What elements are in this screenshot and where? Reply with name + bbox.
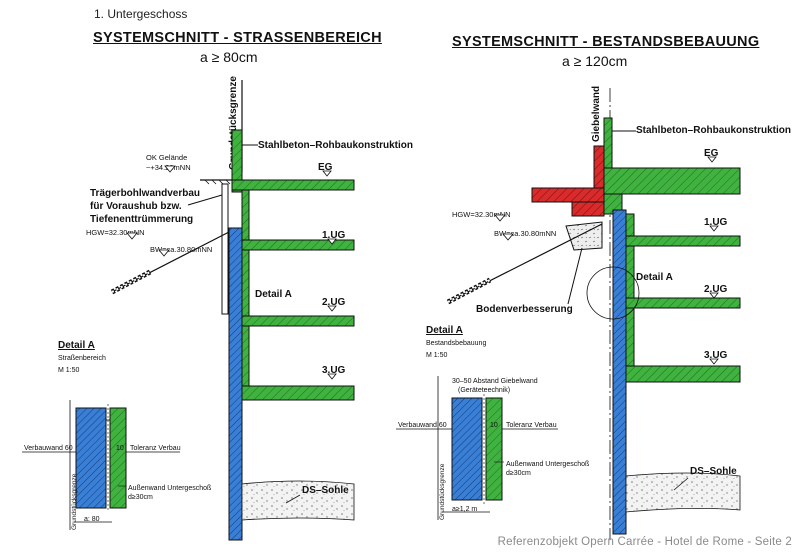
- left-hgw: HGW=32.30mNN: [86, 228, 145, 237]
- right-ug3: 3.UG: [704, 350, 728, 361]
- left-traeger-3: Tiefenenttrümmerung: [90, 214, 193, 225]
- right-detail-scale: M 1:50: [426, 352, 448, 359]
- left-detail-dim: a: 80: [84, 516, 100, 523]
- right-section: Giebelwand: [396, 86, 791, 540]
- left-subtitle: a ≥ 80cm: [200, 49, 258, 65]
- right-ds-sohle: [625, 472, 741, 513]
- left-traeger-1: Trägerbohlwandverbau: [90, 188, 200, 199]
- left-aussenwand-1: Außenwand Untergeschoß: [128, 485, 211, 492]
- left-detail-title: Detail A: [58, 340, 95, 351]
- right-detail-blue-wall: [451, 397, 483, 501]
- left-detail-sub: Straßenbereich: [58, 355, 106, 362]
- right-verbauwand: Verbauwand 60: [398, 422, 447, 429]
- right-bodenverbesserung: Bodenverbesserung: [476, 304, 573, 315]
- left-toleranz-val: 10: [116, 445, 124, 452]
- right-ug1: 1.UG: [704, 217, 728, 228]
- right-concrete-structure: [603, 117, 741, 383]
- section-label: 1. Untergeschoss: [94, 7, 188, 21]
- left-title: SYSTEMSCHNITT - STRASSENBEREICH: [93, 30, 382, 46]
- right-title: SYSTEMSCHNITT - BESTANDSBEBAUUNG: [452, 34, 760, 50]
- left-traeger-2: für Voraushub bzw.: [90, 201, 182, 212]
- right-abstand-1: 30–50 Abstand Giebelwand: [452, 378, 538, 385]
- left-ds-sohle: [241, 480, 355, 521]
- right-detail-title: Detail A: [426, 325, 463, 336]
- left-verbauwand: Verbauwand 60: [24, 445, 73, 452]
- left-diaphragm-wall: [228, 227, 243, 541]
- right-existing-building: [531, 145, 605, 217]
- right-detail-dim: a≥1,2 m: [452, 506, 477, 513]
- right-toleranz-val: 10: [490, 422, 498, 429]
- left-soldier-pile-wall: [221, 183, 229, 315]
- left-detail-blue-wall: [75, 407, 107, 509]
- right-detail-marker: Detail A: [636, 272, 673, 283]
- right-bw: BW=ca.30.80mNN: [494, 229, 556, 238]
- left-detail-green-wall: [109, 407, 127, 509]
- right-detail-sub: Bestandsbebauung: [426, 340, 486, 347]
- left-concrete-structure: [231, 129, 355, 401]
- footer-text: Referenzobjekt Opern Carrée - Hotel de R…: [497, 536, 792, 548]
- right-eg: EG: [704, 148, 719, 159]
- left-stahlbeton-label: Stahlbeton–Rohbaukonstruktion: [258, 140, 413, 151]
- left-bw: BW=ca.30.80mNN: [150, 245, 212, 254]
- left-eg: EG: [318, 162, 333, 173]
- left-grenze-label: Grundstücksgrenze: [228, 76, 239, 170]
- right-stahlbeton-label: Stahlbeton–Rohbaukonstruktion: [636, 125, 791, 136]
- left-ug1: 1.UG: [322, 230, 346, 241]
- right-detail-grenze: Grundstücksgrenze: [439, 463, 446, 520]
- right-ug2: 2.UG: [704, 284, 728, 295]
- right-diaphragm-wall: [612, 209, 627, 535]
- right-ds-sohle-label: DS–Sohle: [690, 466, 737, 477]
- left-detail-marker: Detail A: [255, 289, 292, 300]
- right-abstand-2: (Geräteteechnik): [458, 387, 510, 394]
- right-aussenwand-2: d≥30cm: [506, 470, 531, 477]
- left-section: Grundstücksgrenze Stahlbeton–Rohbaukonst…: [22, 76, 413, 541]
- right-detail-green-wall: [485, 397, 503, 501]
- left-aussenwand-2: d≥30cm: [128, 494, 153, 501]
- left-ug2: 2.UG: [322, 297, 346, 308]
- left-ok-gelaende: OK Gelände: [146, 153, 187, 162]
- right-hgw: HGW=32.30mNN: [452, 210, 511, 219]
- left-toleranz: Toleranz Verbau: [130, 445, 181, 452]
- left-ds-sohle-label: DS–Sohle: [302, 485, 349, 496]
- left-ug3: 3.UG: [322, 365, 346, 376]
- right-giebelwand-label: Giebelwand: [591, 86, 602, 142]
- right-toleranz: Toleranz Verbau: [506, 422, 557, 429]
- left-detail-grenze: Grundstücksgrenze: [71, 473, 78, 530]
- right-detail-circle: [586, 266, 640, 320]
- left-detail-scale: M 1:50: [58, 367, 80, 374]
- right-aussenwand-1: Außenwand Untergeschoß: [506, 461, 589, 468]
- right-subtitle: a ≥ 120cm: [562, 53, 628, 69]
